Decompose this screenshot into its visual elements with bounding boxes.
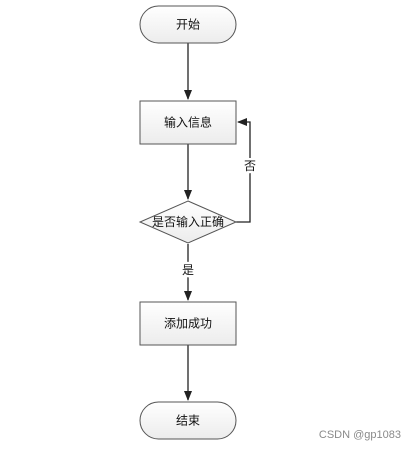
success-label: 添加成功 [164,317,212,331]
end-label: 结束 [176,414,200,428]
decision-node [138,200,238,244]
no-edge-label: 否 [244,159,256,173]
yes-edge-label: 是 [182,263,194,277]
decision-label: 是否输入正确 [152,214,224,229]
success-node [139,301,237,346]
input-node [139,100,237,145]
start-node [139,5,237,44]
input-label: 输入信息 [164,115,212,130]
watermark: CSDN @gp1083 [318,429,401,441]
edge-decision-no-loop [236,118,251,223]
end-node [139,401,237,440]
start-label: 开始 [176,18,200,32]
